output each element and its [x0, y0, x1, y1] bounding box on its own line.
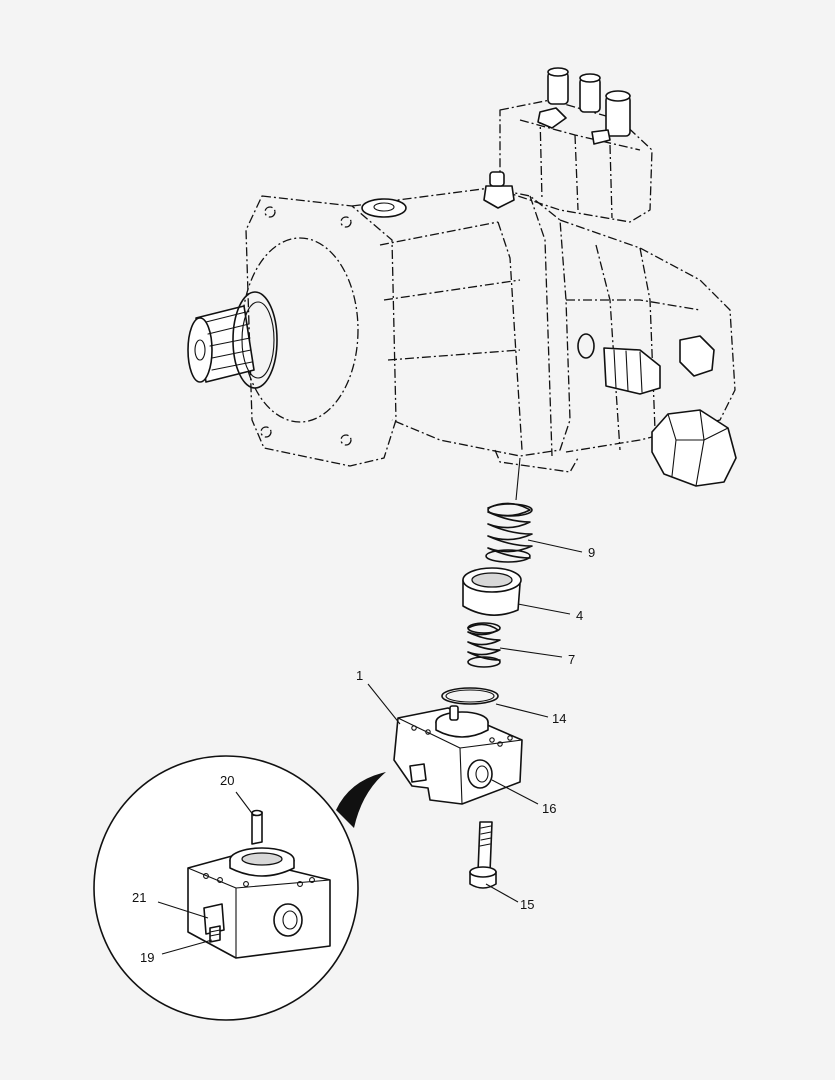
pump-details — [187, 67, 737, 487]
callout-16: 16 — [542, 801, 556, 816]
pump-housing — [241, 99, 736, 473]
callout-21: 21 — [132, 890, 146, 905]
callout-19: 19 — [140, 950, 154, 965]
callout-7: 7 — [568, 652, 575, 667]
spring-large — [485, 457, 533, 563]
valve-block — [393, 705, 523, 805]
sleeve — [462, 567, 522, 616]
callout-15: 15 — [520, 897, 534, 912]
detail-inset — [93, 755, 386, 1021]
callout-9: 9 — [588, 545, 595, 560]
o-ring — [441, 687, 499, 705]
bolt — [469, 821, 497, 889]
spring-small — [467, 622, 501, 668]
callout-1: 1 — [356, 668, 363, 683]
callout-14: 14 — [552, 711, 566, 726]
leader-lines — [157, 539, 583, 955]
callout-labels: 1 4 7 9 14 15 16 19 20 21 — [132, 545, 595, 965]
callout-20: 20 — [220, 773, 234, 788]
callout-4: 4 — [576, 608, 583, 623]
